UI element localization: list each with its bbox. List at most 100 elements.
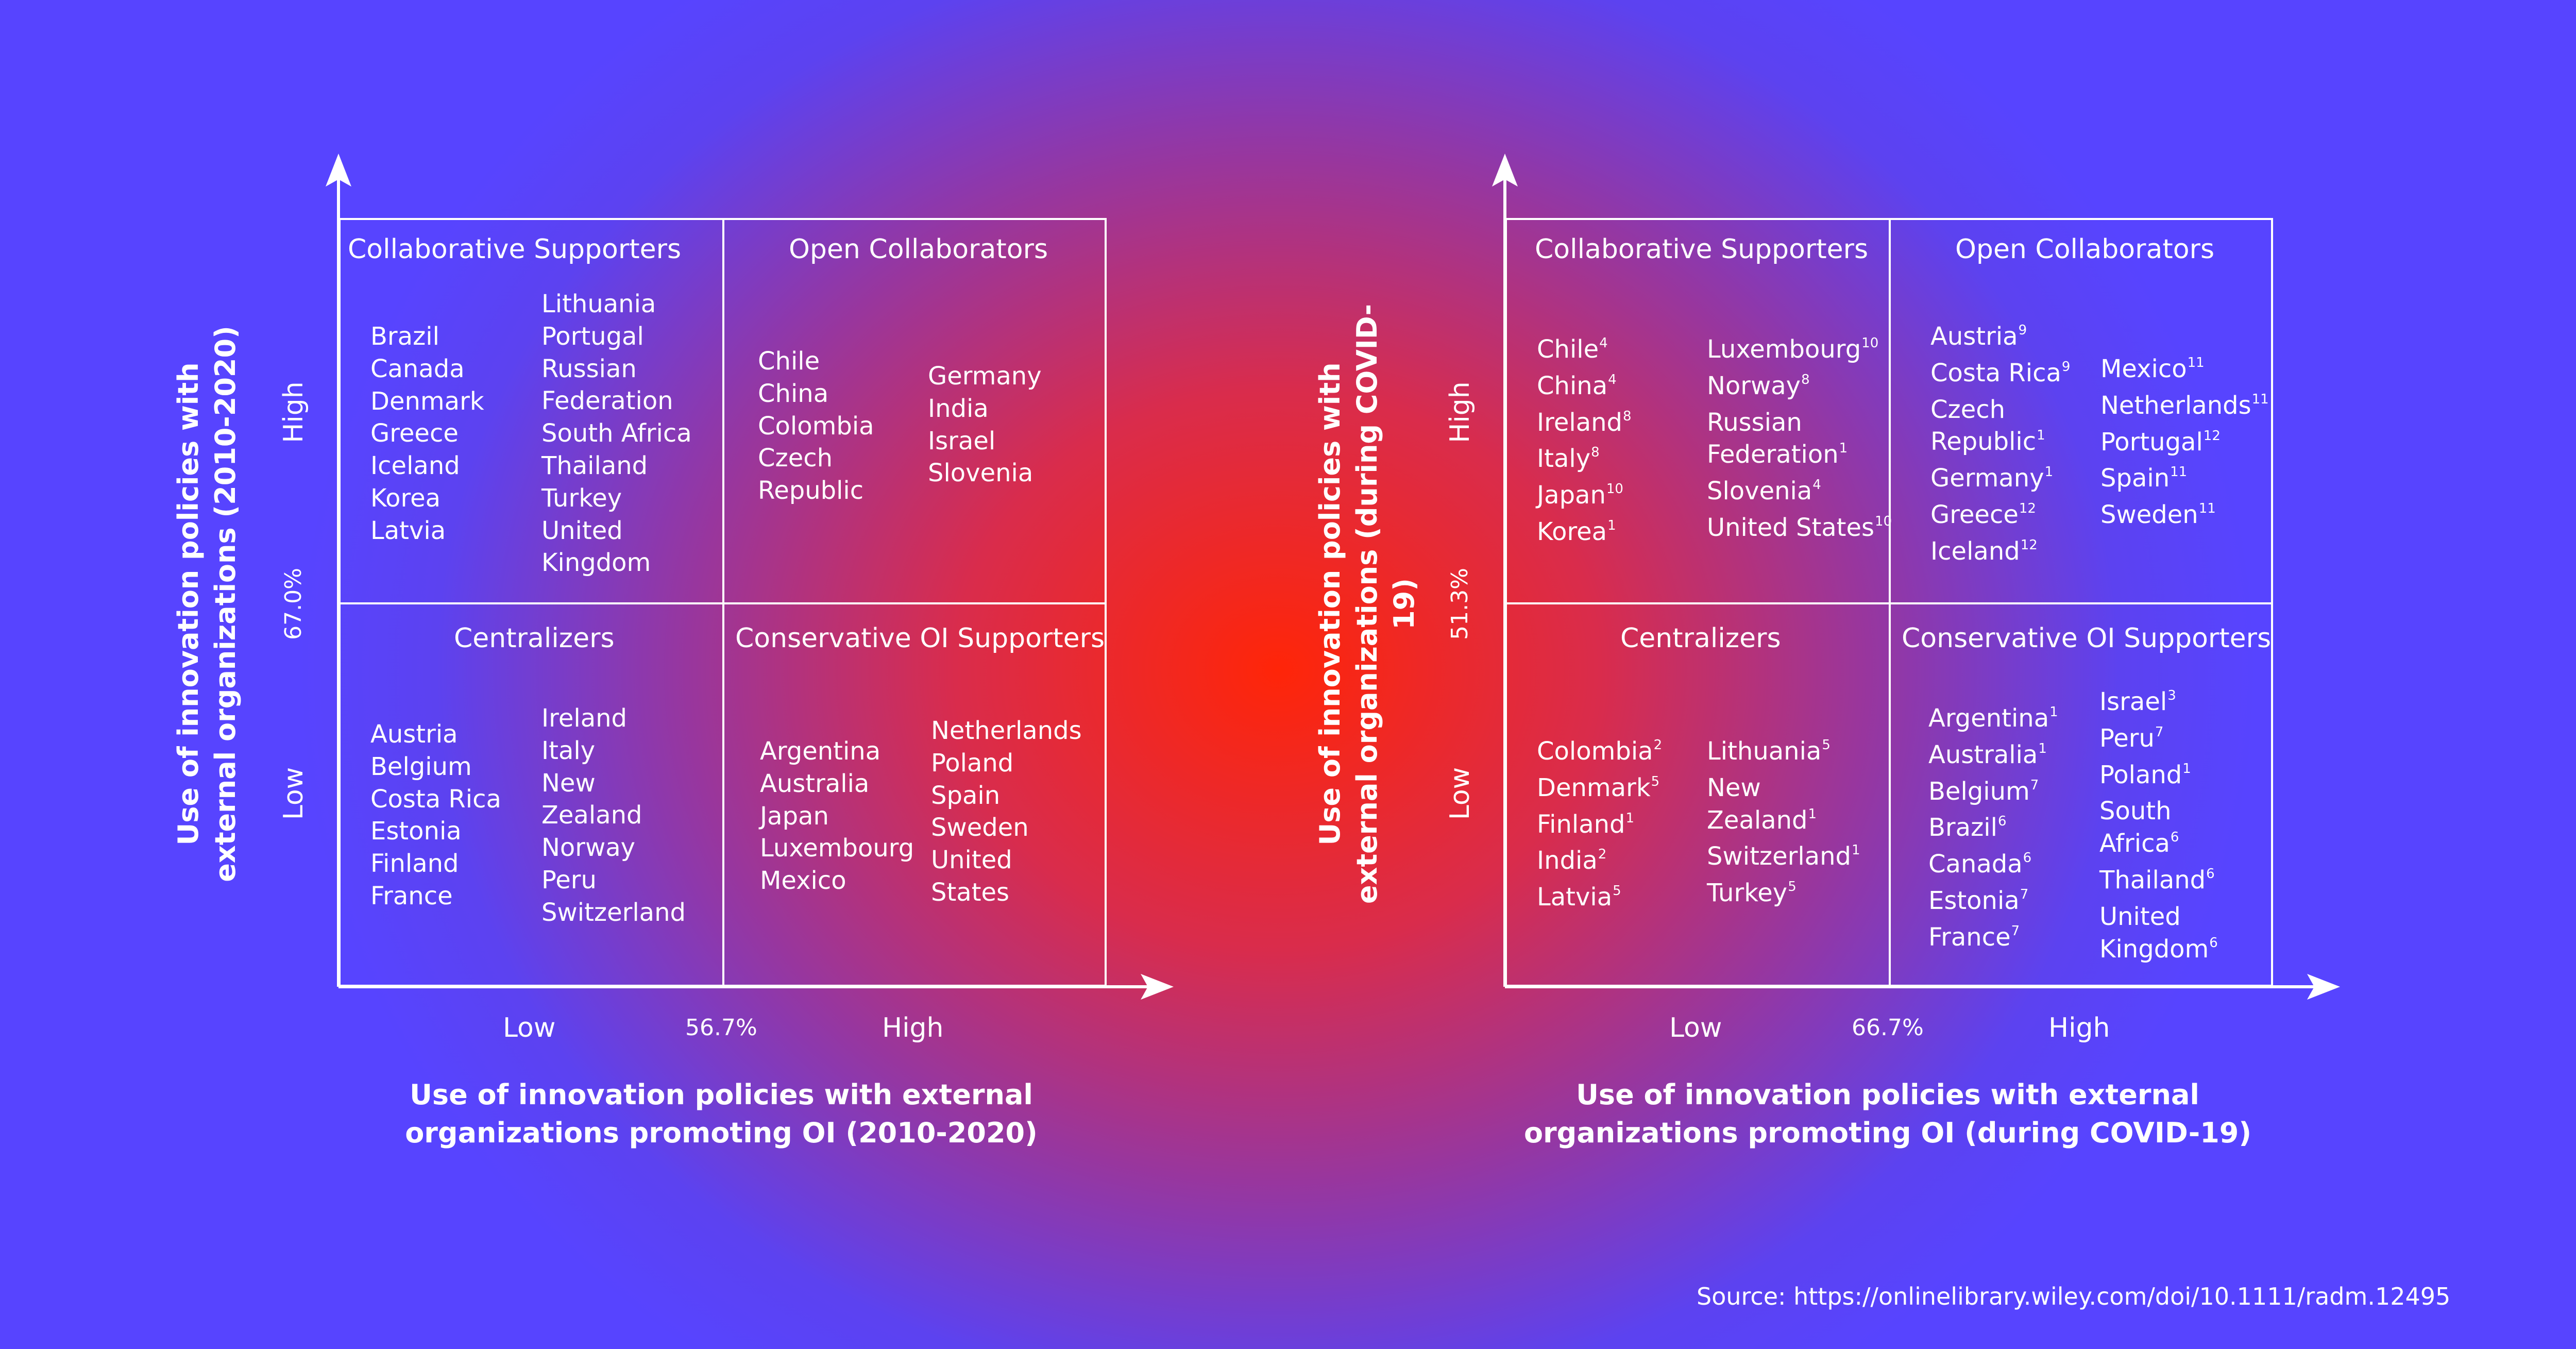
country-name: Netherlands [2100,391,2251,420]
country-item: Kingdom6 [2099,933,2218,970]
country-item: Austria9 [1930,321,2070,357]
country-name: Japan [1537,481,1606,510]
country-item: Australia [760,769,870,798]
country-name: Estonia [1928,886,2020,915]
country-item: Zealand [541,801,642,830]
country-name: South [2099,797,2172,826]
country-name: India [1537,846,1598,875]
footnote-marker: 5 [1822,737,1831,753]
country-item: Estonia7 [1928,885,2058,921]
country-name: Norway [1707,371,1801,400]
x-label-low: Low [503,1013,556,1043]
footnote-marker: 8 [1591,445,1600,461]
quadrant-title-conservative-oi-supporters: Conservative OI Supporters [1902,623,2272,654]
quadrant-title-centralizers: Centralizers [1620,623,1781,654]
country-name: Latvia [1537,883,1613,912]
country-item: Netherlands [931,716,1082,745]
footnote-marker: 10 [1875,513,1892,529]
country-name: Argentina [1928,704,2049,733]
country-item: Russian [541,354,637,383]
footnote-marker: 4 [1812,477,1821,493]
country-item: Latvia5 [1537,881,1662,918]
footnote-marker: 5 [1613,883,1621,899]
country-item: Portugal [541,322,644,351]
country-item: India2 [1537,845,1662,881]
country-item: Canada [370,354,465,383]
country-item: United [2099,901,2218,933]
quadrant-title-conservative-oi-supporters: Conservative OI Supporters [735,623,1105,654]
country-item: States [931,878,1010,907]
footnote-marker: 4 [1599,335,1608,351]
country-item: Poland1 [2099,759,2218,796]
footnote-marker: 1 [2182,761,2191,777]
country-item: Russian [1707,407,1892,439]
country-item: Poland [931,748,1014,778]
country-item: Belgium [370,752,472,781]
y-axis-arrow-icon [1492,154,1518,187]
country-name: Brazil [1928,813,1997,842]
x-axis-arrow-icon [2307,974,2340,1000]
country-name: Mexico [2100,355,2187,383]
country-item: Latvia [370,516,446,545]
country-name: Iceland [1930,536,2020,566]
country-item: Turkey5 [1707,877,1860,914]
y-threshold: 51.3% [1447,568,1473,640]
country-name: Slovenia [1707,477,1812,506]
country-item: Brazil [370,322,439,351]
country-name: France [1928,922,2011,952]
country-name: Turkey [1707,879,1788,908]
quadrant-title-collaborative-supporters: Collaborative Supporters [348,234,682,265]
country-name: Germany [1930,464,2044,493]
country-item: Peru7 [2099,722,2218,759]
country-item: Costa Rica [370,784,501,814]
country-name: Kingdom [2099,934,2209,964]
footnote-marker: 1 [2038,740,2047,756]
country-name: Italy [1537,444,1591,474]
footnote-marker: 1 [1625,810,1635,826]
footnote-marker: 9 [2061,359,2071,375]
country-item: Norway8 [1707,370,1892,407]
country-item: Czech [1930,394,2070,426]
country-item: Zealand1 [1707,804,1860,841]
country-name: Costa Rica [1930,358,2061,387]
country-name: New [1707,773,1761,802]
footnote-marker: 1 [2044,464,2054,480]
country-name: Canada [1928,850,2023,879]
footnote-marker: 6 [2209,935,2218,951]
country-name: Poland [2099,760,2182,789]
country-name: Federation [1707,440,1839,469]
country-name: Denmark [1537,773,1651,802]
country-item: Thailand6 [2099,864,2218,901]
country-item: Chile4 [1537,333,1632,370]
y-threshold: 67.0% [280,568,307,640]
country-item: Australia1 [1928,739,2058,775]
footnote-marker: 2 [1653,737,1663,753]
x-threshold: 56.7% [685,1015,757,1041]
footnote-marker: 7 [2030,777,2039,793]
country-item: Iceland12 [1930,535,2070,572]
country-name: Greece [1930,500,2019,529]
country-name: Colombia [1537,737,1653,766]
country-item: Korea [370,483,441,513]
country-item: Greece [370,419,459,448]
y-label-low: Low [1445,767,1476,820]
x-axis-arrow-icon [1141,974,1174,1000]
country-item: Switzerland [541,898,686,927]
country-item: Estonia [370,817,462,846]
footnote-marker: 12 [2203,428,2221,444]
country-item: United [541,516,623,545]
x-label-high: High [882,1013,944,1043]
country-item: Luxembourg [760,834,914,863]
footnote-marker: 12 [2019,500,2036,516]
country-item: Finland1 [1537,808,1662,845]
